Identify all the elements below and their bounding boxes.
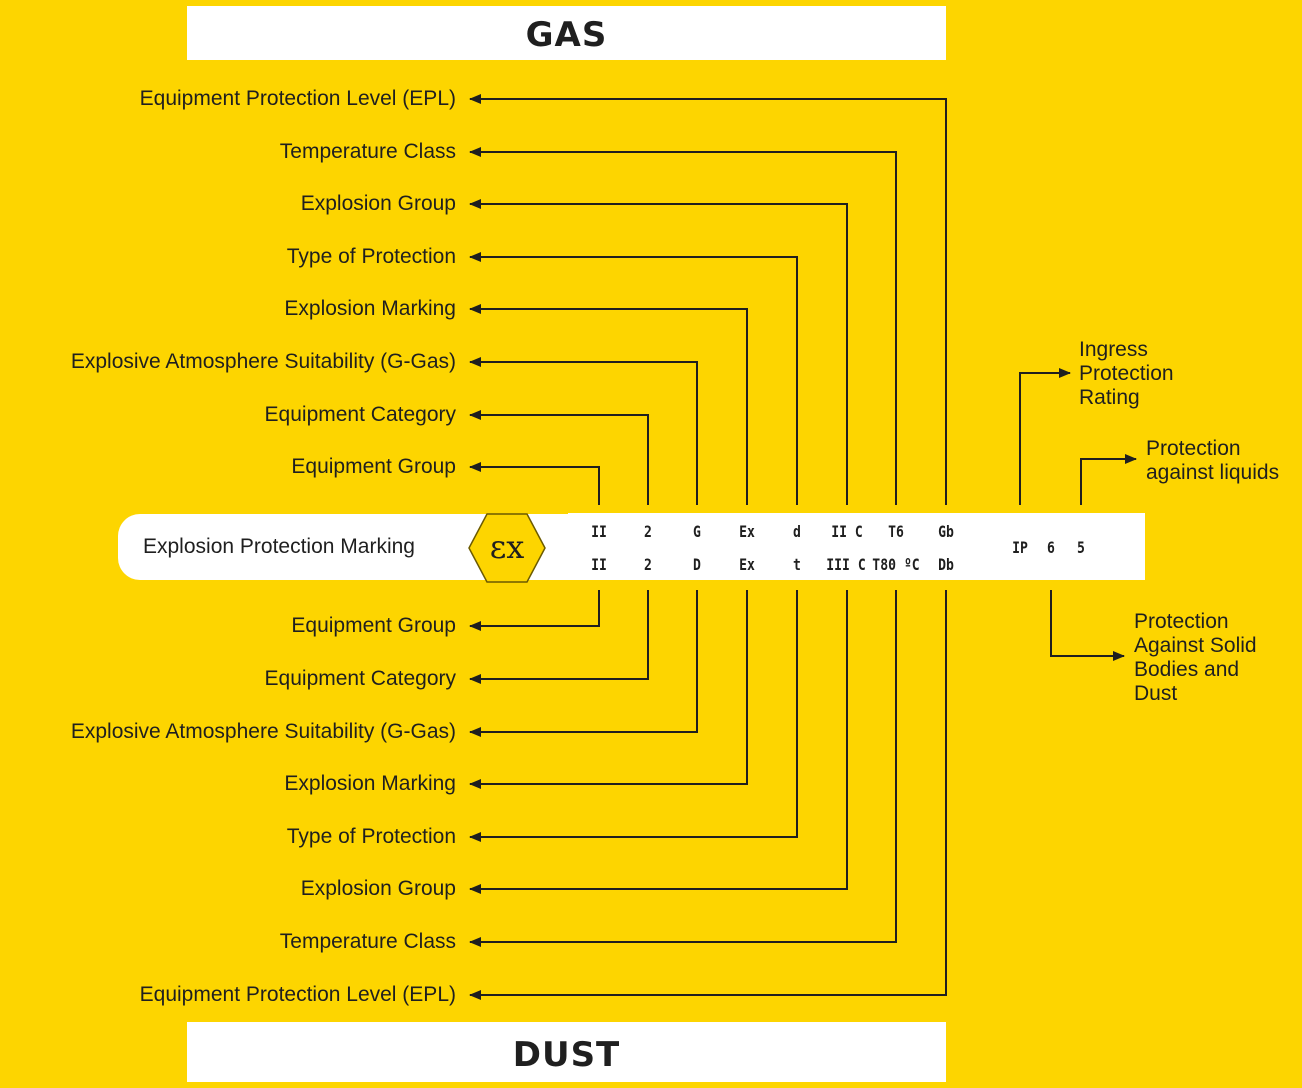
dust-code-equipment-group: II	[591, 555, 607, 574]
gas-connector-type-of-protection	[469, 252, 798, 505]
ip-code-prefix: IP	[1012, 538, 1028, 557]
gas-connector-explosion-group	[469, 199, 848, 505]
dust-label-atmosphere-suitability: Explosive Atmosphere Suitability (G-Gas)	[70, 720, 456, 743]
gas-connector-equipment-group	[469, 462, 600, 505]
gas-connector-temperature-class	[469, 147, 897, 505]
dust-label-equipment-group: Equipment Group	[291, 614, 456, 637]
dust-code-explosion-marking: Ex	[739, 555, 755, 574]
dust-connector-atmosphere	[469, 590, 698, 737]
gas-connector-epl	[469, 94, 947, 505]
marking-label: Explosion Protection Marking	[143, 535, 415, 558]
dust-label-equipment-category: Equipment Category	[264, 667, 456, 690]
gas-code-explosion-marking: Ex	[739, 522, 755, 541]
gas-code-epl: Gb	[938, 522, 954, 541]
dust-connector-equipment-group	[469, 590, 600, 631]
gas-code-equipment-group: II	[591, 522, 607, 541]
gas-label-temperature-class: Temperature Class	[279, 140, 456, 163]
ex-symbol-text: εx	[490, 528, 525, 566]
dust-connector-type-of-protection	[469, 590, 798, 842]
ex-symbol-icon: εx	[468, 513, 546, 583]
ingress-protection-label: Ingress Protection Rating	[1079, 338, 1174, 409]
dust-code-epl: Db	[938, 555, 954, 574]
protection-liquids-label: Protection against liquids	[1146, 437, 1280, 484]
ip-connector-solids	[1050, 590, 1125, 661]
dust-code-type-of-protection: t	[793, 555, 801, 574]
gas-connector-atmosphere	[469, 357, 698, 505]
gas-label-epl: Equipment Protection Level (EPL)	[139, 87, 456, 110]
gas-label-explosion-marking: Explosion Marking	[284, 297, 456, 320]
dust-connector-temperature-class	[469, 590, 897, 947]
gas-code-explosion-group: II C	[831, 522, 863, 541]
gas-label-equipment-group: Equipment Group	[291, 455, 456, 478]
dust-code-atmosphere: D	[693, 555, 701, 574]
gas-code-equipment-category: 2	[644, 522, 652, 541]
ip-connector-liquids	[1080, 454, 1137, 505]
dust-label-explosion-group: Explosion Group	[300, 877, 456, 900]
protection-solids-label: Protection Against Solid Bodies and Dust	[1134, 610, 1257, 705]
ip-connector-ingress	[1019, 368, 1071, 505]
gas-code-type-of-protection: d	[793, 522, 801, 541]
gas-label-atmosphere-suitability: Explosive Atmosphere Suitability (G-Gas)	[70, 350, 456, 373]
dust-label-epl: Equipment Protection Level (EPL)	[139, 983, 456, 1006]
gas-code-atmosphere: G	[693, 522, 701, 541]
gas-label-equipment-category: Equipment Category	[264, 403, 456, 426]
dust-code-explosion-group: III C	[826, 555, 866, 574]
dust-connector-explosion-marking	[469, 590, 748, 789]
dust-connector-epl	[469, 590, 947, 1000]
gas-connector-equipment-category	[469, 410, 649, 505]
dust-code-equipment-category: 2	[644, 555, 652, 574]
dust-connector-explosion-group	[469, 590, 848, 894]
gas-label-type-of-protection: Type of Protection	[286, 245, 456, 268]
dust-connector-equipment-category	[469, 590, 649, 684]
gas-code-temperature-class: T6	[888, 522, 904, 541]
dust-label-temperature-class: Temperature Class	[279, 930, 456, 953]
ip-code-liquids: 5	[1077, 538, 1085, 557]
dust-label-explosion-marking: Explosion Marking	[284, 772, 456, 795]
gas-banner: GAS	[187, 6, 946, 60]
dust-banner: DUST	[187, 1022, 946, 1082]
dust-code-temperature-class: T80 ºC	[872, 555, 920, 574]
code-box	[568, 513, 1145, 580]
gas-connector-explosion-marking	[469, 304, 748, 505]
ip-code-solids: 6	[1047, 538, 1055, 557]
gas-label-explosion-group: Explosion Group	[300, 192, 456, 215]
dust-label-type-of-protection: Type of Protection	[286, 825, 456, 848]
